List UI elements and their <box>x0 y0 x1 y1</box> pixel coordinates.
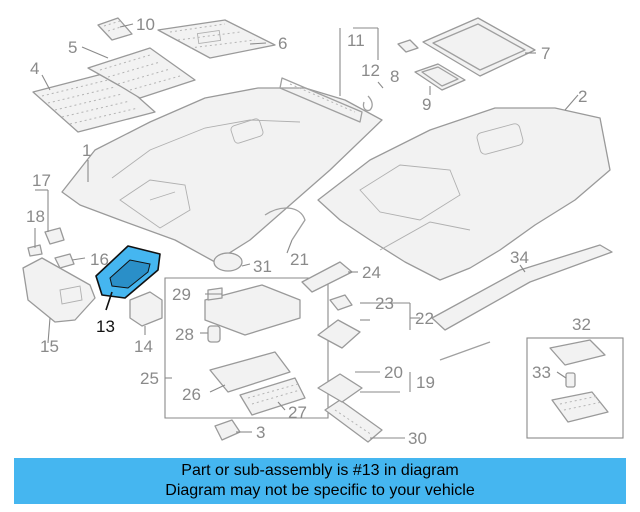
clip-12 <box>362 95 373 112</box>
callout-15: 15 <box>40 337 59 356</box>
part-30 <box>324 399 383 443</box>
callout-7: 7 <box>541 44 550 63</box>
lamp-group-32 <box>526 337 624 439</box>
callout-20: 20 <box>384 363 403 382</box>
callout-18: 18 <box>26 207 45 226</box>
callout-8: 8 <box>390 67 399 86</box>
callout-2: 2 <box>578 87 587 106</box>
highlighted-part-13 <box>95 245 161 299</box>
clip-16 <box>54 253 75 269</box>
lamp-14 <box>129 291 163 327</box>
headliner-part-2 <box>317 107 611 281</box>
trim-piece-10 <box>97 17 133 41</box>
callout-32: 32 <box>572 315 591 334</box>
callout-16: 16 <box>90 250 109 269</box>
callout-22: 22 <box>415 309 434 328</box>
callout-23: 23 <box>375 294 394 313</box>
leader-lines <box>34 23 579 439</box>
callout-13: 13 <box>96 317 115 336</box>
banner-line-2: Diagram may not be specific to your vehi… <box>165 482 475 499</box>
bracket-3 <box>214 419 241 441</box>
part-20 <box>317 373 363 403</box>
console-group-25 <box>164 277 329 419</box>
callout-5: 5 <box>68 38 77 57</box>
callout-10: 10 <box>136 15 155 34</box>
info-banner: Part or sub-assembly is #13 in diagram D… <box>14 458 626 504</box>
clip-17-18 <box>27 227 65 257</box>
callout-34: 34 <box>510 248 529 267</box>
callout-33: 33 <box>532 363 551 382</box>
part-22-23 <box>317 294 361 349</box>
callout-29: 29 <box>172 285 191 304</box>
callout-12: 12 <box>361 61 380 80</box>
callout-21: 21 <box>290 250 309 269</box>
part-24 <box>301 261 353 293</box>
callout-1: 1 <box>82 141 91 160</box>
clip-8 <box>397 39 419 53</box>
sunroof-seal-9 <box>414 63 466 91</box>
callout-9: 9 <box>422 95 431 114</box>
callout-6: 6 <box>278 34 287 53</box>
sunroof-frame-7 <box>422 17 536 77</box>
roof-panel-6 <box>157 19 276 59</box>
sun-visor-15 <box>22 257 96 323</box>
callout-19: 19 <box>416 373 435 392</box>
callout-14: 14 <box>134 337 153 356</box>
callout-28: 28 <box>175 325 194 344</box>
banner-line-1: Part or sub-assembly is #13 in diagram <box>181 462 459 479</box>
callout-30: 30 <box>408 429 427 448</box>
callout-3: 3 <box>256 423 265 442</box>
callout-31: 31 <box>253 257 272 276</box>
callout-4: 4 <box>30 59 39 78</box>
rail-34 <box>431 244 613 361</box>
parts-diagram: 10 6 5 4 11 12 8 7 9 2 1 17 18 16 21 31 … <box>22 15 624 448</box>
callout-27: 27 <box>288 403 307 422</box>
part-21 <box>264 207 306 241</box>
callout-11: 11 <box>347 31 365 50</box>
callout-26: 26 <box>182 385 201 404</box>
headliner-part-1 <box>61 87 383 263</box>
callout-labels: 10 6 5 4 11 12 8 7 9 2 1 17 18 16 21 31 … <box>26 15 591 448</box>
rail-11 <box>279 77 363 123</box>
part-31 <box>213 252 243 272</box>
callout-17: 17 <box>32 171 51 190</box>
callout-25: 25 <box>140 369 159 388</box>
roof-panel-5 <box>87 47 196 99</box>
callout-24: 24 <box>362 263 381 282</box>
